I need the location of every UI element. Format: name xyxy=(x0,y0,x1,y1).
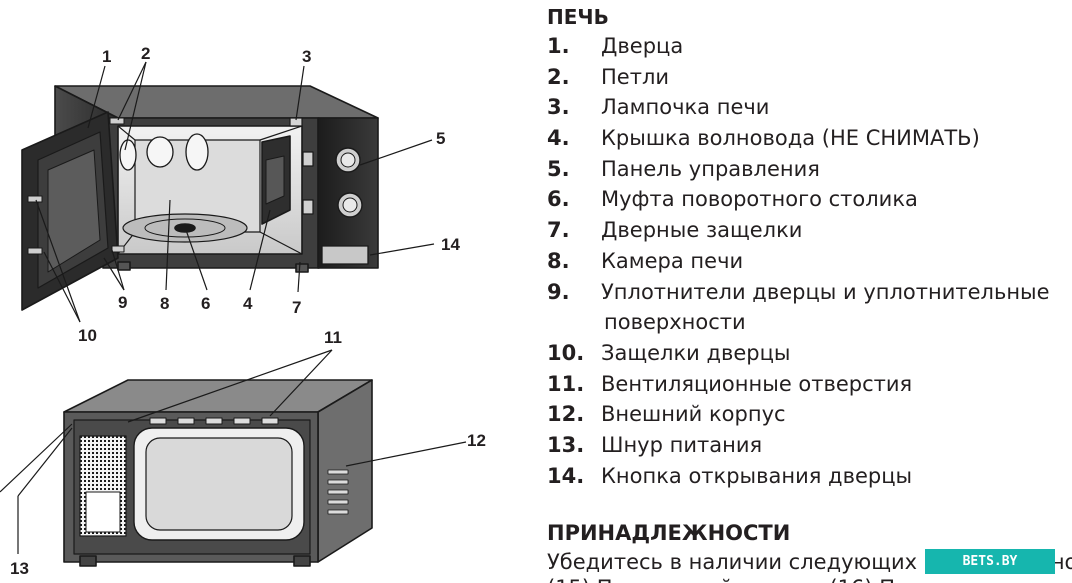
watermark-badge: BETS.BY xyxy=(925,549,1055,574)
part-number: 1. xyxy=(547,34,570,58)
callout-7: 7 xyxy=(292,298,301,317)
part-label: Камера печи xyxy=(601,248,744,273)
oven-front-callouts: 1 2 3 5 14 9 8 6 4 7 10 xyxy=(78,44,460,345)
part-label: Вентиляционные отверстия xyxy=(601,371,913,396)
part-label: Крышка волновода (НЕ СНИМАТЬ) xyxy=(601,126,980,151)
oven-front-view xyxy=(21,85,379,311)
part-label: Защелки дверцы xyxy=(601,340,791,365)
part-number: 5. xyxy=(547,156,570,181)
callout-8: 8 xyxy=(160,294,169,313)
callout-10: 10 xyxy=(78,326,97,345)
part-number: 12. xyxy=(547,402,585,427)
part-label: Дверные защелки xyxy=(601,218,803,243)
part-number: 14. xyxy=(547,463,585,488)
part-label-continuation: поверхности xyxy=(604,310,746,335)
part-label: Кнопка открывания дверцы xyxy=(601,463,913,488)
oven-heading: ПЕЧЬ xyxy=(547,5,609,29)
accessories-heading: ПРИНАДЛЕЖНОСТИ xyxy=(547,521,791,545)
callout-9: 9 xyxy=(118,293,127,312)
callout-5: 5 xyxy=(436,129,445,148)
part-number: 6. xyxy=(547,187,570,212)
part-label: Муфта поворотного столика xyxy=(601,187,918,212)
oven-rear-leaders xyxy=(0,349,467,554)
part-number: 10. xyxy=(547,340,585,365)
callout-2: 2 xyxy=(141,44,150,63)
part-number: 4. xyxy=(547,126,570,151)
parts-legend: ПЕЧЬ 1. Дверца 2. Петли 3. Лампочка печи 4.… xyxy=(547,0,1072,583)
part-number: 9. xyxy=(547,279,570,304)
callout-13: 13 xyxy=(10,559,29,578)
callout-12: 12 xyxy=(467,431,486,450)
part-number: 8. xyxy=(547,248,570,273)
callout-14: 14 xyxy=(441,235,460,254)
part-label: Шнур питания xyxy=(601,432,763,457)
part-number: 3. xyxy=(547,95,570,120)
part-label: Панель управления xyxy=(601,156,820,181)
part-number: 2. xyxy=(547,64,570,89)
part-label: Лампочка печи xyxy=(601,95,770,120)
part-label: Уплотнители дверцы и уплотнительные xyxy=(601,279,1050,304)
part-label: Внешний корпус xyxy=(601,402,786,427)
part-label: Петли xyxy=(601,64,670,89)
callout-4: 4 xyxy=(243,294,253,313)
callout-6: 6 xyxy=(201,294,210,313)
part-number: 11. xyxy=(547,371,585,396)
oven-rear-callouts: 11 12 13 xyxy=(10,328,486,578)
part-number: 7. xyxy=(547,218,570,243)
microwave-diagram: 1 2 3 5 14 9 8 6 4 7 10 11 12 13 xyxy=(0,44,486,578)
oven-rear-view xyxy=(63,379,373,567)
oven-front-leaders xyxy=(35,61,435,323)
callout-3: 3 xyxy=(302,47,311,66)
part-label: Дверца xyxy=(601,34,684,58)
accessories-note-continued: (15) Поворотный столик, (16) Подставка xyxy=(547,574,997,583)
part-number: 13. xyxy=(547,432,585,457)
callout-11: 11 xyxy=(324,328,342,347)
microwave-illustration: 1 2 3 5 14 9 8 6 4 7 10 11 12 13 xyxy=(0,44,486,578)
callout-1: 1 xyxy=(102,47,111,66)
